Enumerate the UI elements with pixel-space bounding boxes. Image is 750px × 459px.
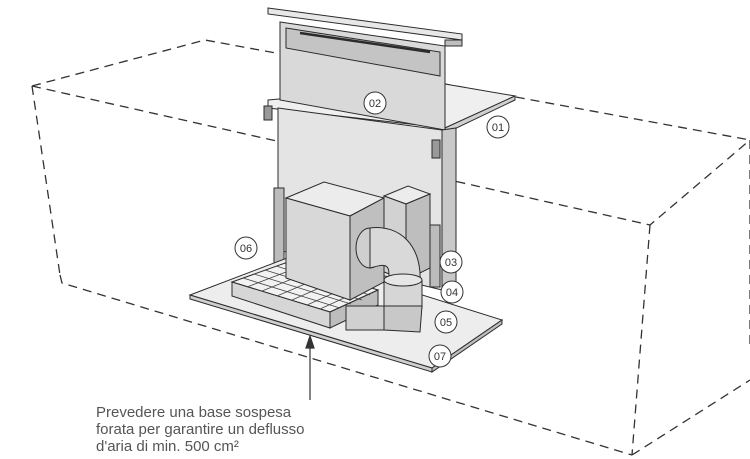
callout-02: 02 xyxy=(363,91,387,115)
callout-07-label: 07 xyxy=(434,351,446,363)
left-bracket xyxy=(273,187,285,267)
callout-04: 04 xyxy=(440,280,464,304)
callout-04-label: 04 xyxy=(446,287,458,299)
right-bracket xyxy=(429,224,441,288)
callout-07: 07 xyxy=(428,344,452,368)
cabinet-outline xyxy=(31,39,750,456)
callout-06-label: 06 xyxy=(240,243,252,255)
note-line-1: Prevedere una base sospesa xyxy=(96,404,292,421)
callout-02-label: 02 xyxy=(369,98,381,110)
cabinet-left-edge xyxy=(31,85,61,276)
callout-06: 06 xyxy=(234,236,258,260)
duct-elbow xyxy=(345,227,423,333)
callout-01: 01 xyxy=(486,115,510,139)
cabinet-front-corner-edge xyxy=(631,224,651,456)
hood-upper-body xyxy=(267,7,463,131)
note-line-3: d'aria di min. 500 cm² xyxy=(96,438,239,455)
cabinet-bottom-front-edge xyxy=(59,274,633,456)
callout-01-label: 01 xyxy=(492,122,504,134)
cabinet-top-back-edge xyxy=(31,39,750,141)
callout-03: 03 xyxy=(439,250,463,274)
note-line-2: forata per garantire un deflusso xyxy=(96,421,305,438)
cabinet-bottom-right-edge xyxy=(631,379,750,456)
installation-note: Prevedere una base sospesa forata per ga… xyxy=(96,404,376,459)
callout-05-label: 05 xyxy=(440,317,452,329)
grille-filter xyxy=(230,261,380,329)
callout-03-label: 03 xyxy=(445,257,457,269)
note-leader xyxy=(305,334,315,400)
callout-05: 05 xyxy=(434,310,458,334)
